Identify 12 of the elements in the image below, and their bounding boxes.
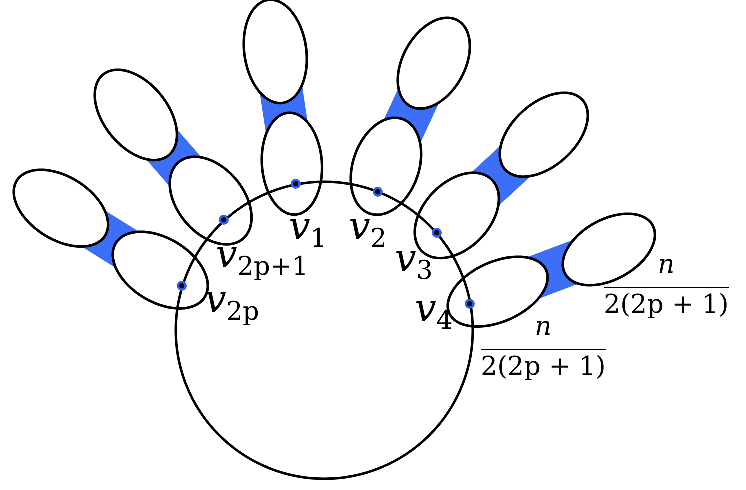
fraction-denominator: 2(2p + 1) <box>480 352 606 382</box>
fraction-denominator: 2(2p + 1) <box>604 290 729 320</box>
connection-band <box>472 146 531 206</box>
connection-band <box>146 129 202 187</box>
vertex-label: v$_{2}$ <box>349 204 387 255</box>
fraction-numerator: n <box>658 250 675 280</box>
connection-band <box>528 240 579 300</box>
vertex-label: v$_{3}$ <box>395 236 433 287</box>
connection-band <box>384 88 440 144</box>
connection-band <box>82 210 140 268</box>
fraction-numerator: n <box>535 312 552 342</box>
vertex-label: v$_{4}$ <box>415 286 453 337</box>
